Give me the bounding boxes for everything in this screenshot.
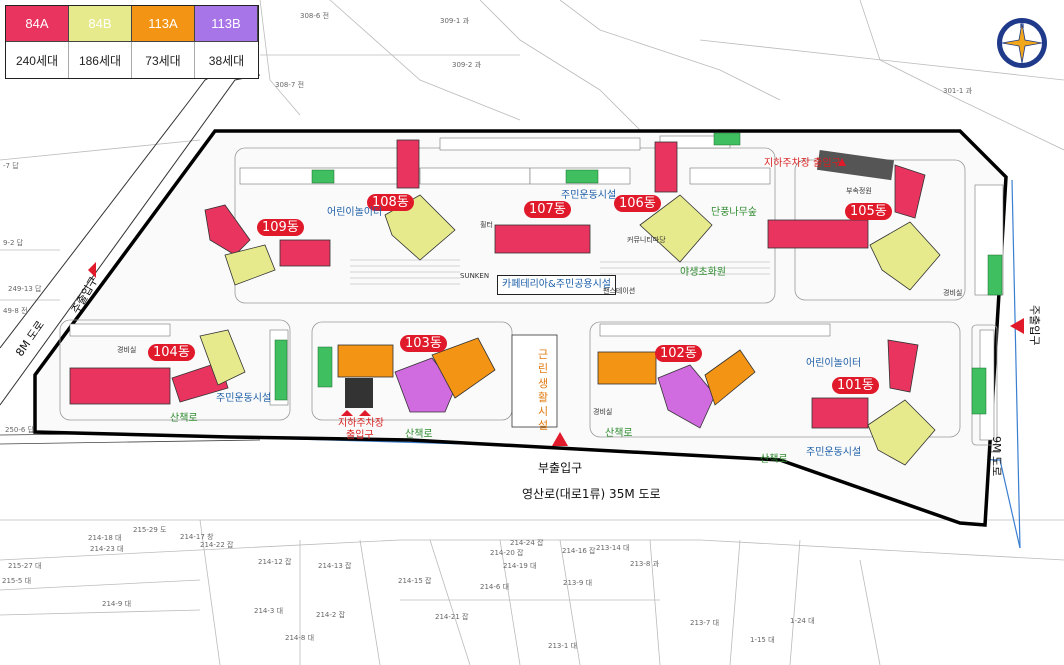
block-outlines — [59, 147, 998, 446]
parcel-label: 214-18 대 — [88, 534, 122, 542]
community-label: 커뮤니티마당 — [627, 236, 666, 244]
parcel-label: 214-12 잡 — [258, 558, 292, 566]
parcel-label: 214-24 잡 — [510, 539, 544, 547]
parcel-label: 214-19 대 — [503, 562, 537, 570]
parking-entrance-top-label: 지하주차장 출입구 — [764, 158, 841, 169]
parcel-label: 214-3 대 — [254, 607, 284, 615]
road-9m-label: 9M 도로 — [990, 436, 1003, 477]
buildings — [69, 139, 941, 466]
parcel-label: 214-8 대 — [285, 634, 315, 642]
legend-84a-header: 84A — [6, 6, 69, 42]
legend-113a-count: 73세대 — [132, 42, 195, 78]
walk-label-1: 산책로 — [170, 413, 198, 424]
entrance-markers — [88, 158, 1024, 446]
green-spots — [274, 132, 1003, 415]
fitness-label-104: 주민운동시설 — [216, 393, 272, 404]
parcel-label: 308-6 전 — [300, 12, 330, 20]
playground-label-102: 어린이놀이터 — [806, 358, 862, 369]
parcel-label: 1-15 대 — [750, 636, 775, 644]
building-tag-103: 103동 — [400, 335, 447, 352]
parcel-label: 214-21 잡 — [435, 613, 469, 621]
parking-entrance-bottom-label-2: 출입구 — [346, 430, 374, 441]
guard-label-1: 경비실 — [943, 289, 963, 297]
parcel-label: 309-2 과 — [452, 61, 482, 69]
parking-entrance-bottom-label-1: 지하주차장 — [338, 418, 384, 429]
building-tag-109: 109동 — [257, 219, 304, 236]
parcel-label: 308-7 전 — [275, 81, 305, 89]
parcel-label: 213-8 과 — [630, 560, 660, 568]
parcel-label: 215-27 대 — [8, 562, 42, 570]
parcel-label: 213-9 대 — [563, 579, 593, 587]
parcel-label: 9-2 답 — [3, 239, 24, 247]
parcel-label: 214-15 잡 — [398, 577, 432, 585]
building-tag-102: 102동 — [655, 345, 702, 362]
ventilation-label: 팬스테이션 — [603, 287, 636, 295]
building-tag-105: 105동 — [845, 203, 892, 220]
parcel-label: 213-1 대 — [548, 642, 578, 650]
legend-113a-header: 113A — [132, 6, 195, 42]
parcel-label: 214-20 잡 — [490, 549, 524, 557]
legend-84b-count: 186세대 — [69, 42, 132, 78]
building-tag-106: 106동 — [614, 195, 661, 212]
parcel-label: 214-22 잡 — [200, 541, 234, 549]
cafe-label: 카페테리아&주민공용시설 — [497, 275, 616, 295]
retail-block — [511, 334, 558, 428]
parcel-label: 215-29 도 — [133, 526, 167, 534]
parcel-label: 1-24 대 — [790, 617, 815, 625]
walk-label-3: 산책로 — [605, 428, 633, 439]
parcel-label: 214-16 잡 — [562, 547, 596, 555]
parcel-label: 214-17 창 — [180, 533, 214, 541]
parking-ramp-top — [816, 149, 895, 181]
sub-entrance-label: 부출입구 — [538, 461, 583, 475]
garden-label: 야생초화원 — [680, 267, 726, 278]
walk-label-2: 산책로 — [405, 429, 433, 440]
parcel-label: -7 답 — [3, 162, 19, 170]
parcel-label: 309-1 과 — [440, 17, 470, 25]
guard-label-2: 경비실 — [593, 408, 613, 416]
sunken-label: SUNKEN — [460, 272, 490, 280]
filter-label: 휠터 — [480, 221, 493, 229]
parcel-label: 214-9 대 — [102, 600, 132, 608]
main-entrance-label: 주출입구 — [1028, 305, 1041, 346]
plaza-pattern — [350, 259, 770, 285]
parcel-label: 215-5 대 — [2, 577, 32, 585]
parcel-label: 249-13 답 — [8, 285, 42, 293]
svg-text:N: N — [1020, 23, 1025, 30]
parking-ramp — [345, 378, 373, 408]
legend-113b-count: 38세대 — [208, 53, 245, 68]
parcel-label: 49-8 전 — [3, 307, 28, 315]
building-tag-108: 108동 — [367, 194, 414, 211]
unit-type-legend: 84A 84B 113A 113B 240세대 186세대 73세대 38세대 — [5, 5, 259, 79]
building-tag-101: 101동 — [832, 377, 879, 394]
guard-label-3: 경비실 — [117, 346, 137, 354]
parcel-label: 250-6 답 — [5, 426, 35, 434]
parcel-label: 214-13 잡 — [318, 562, 352, 570]
building-tag-104: 104동 — [148, 344, 195, 361]
compass-icon: N — [997, 18, 1047, 68]
parcel-label: 213-7 대 — [690, 619, 720, 627]
fitness-label-101: 주민운동시설 — [806, 447, 862, 458]
parcel-label: 213-14 대 — [596, 544, 630, 552]
forest-label: 단풍나무숲 — [711, 207, 757, 218]
walk-label-4: 산책로 — [760, 454, 788, 465]
parcel-label: 214-2 잡 — [316, 611, 346, 619]
parcel-label: 214-23 대 — [90, 545, 124, 553]
legend-84a-count: 240세대 — [6, 42, 69, 78]
parcel-label: 214-6 대 — [480, 583, 510, 591]
court-label: 부속정원 — [846, 187, 872, 195]
playground-label-108: 어린이놀이터 — [327, 207, 383, 218]
legend-113b-header: 113B — [195, 6, 258, 42]
building-tag-107: 107동 — [524, 201, 571, 218]
main-road-label: 영산로(대로1류) 35M 도로 — [522, 487, 661, 501]
retail-label: 근린생활시설 — [537, 348, 549, 433]
legend-84b-header: 84B — [69, 6, 132, 42]
parcel-label: 301-1 과 — [943, 87, 973, 95]
fitness-label-top: 주민운동시설 — [561, 190, 617, 201]
